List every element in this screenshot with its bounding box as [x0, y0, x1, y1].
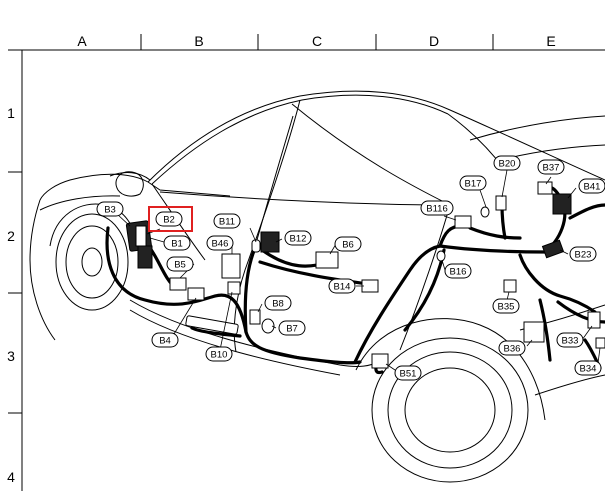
callout-bubble	[537, 159, 565, 175]
row-labels: 1 2 3 4	[7, 105, 15, 485]
column-label-d: D	[429, 33, 439, 49]
callout-bubble	[459, 175, 487, 191]
callout-label: B2	[163, 215, 175, 226]
callout-b10: B10	[205, 346, 233, 362]
column-label-b: B	[194, 33, 203, 49]
callout-label: B51	[400, 369, 417, 380]
callout-b7: B7	[278, 320, 306, 336]
callout-bubble	[493, 155, 521, 171]
callout-label: B33	[562, 336, 579, 347]
callout-label: B12	[290, 234, 307, 245]
callout-label: B23	[575, 250, 592, 261]
callout-b37: B37	[537, 159, 565, 175]
callout-bubble	[578, 178, 605, 194]
row-label-1: 1	[7, 105, 15, 121]
highlight-box-b2	[148, 206, 193, 232]
column-label-a: A	[77, 33, 87, 49]
grid-frame	[8, 34, 605, 491]
callout-bubble	[334, 236, 362, 252]
row-label-4: 4	[7, 469, 15, 485]
callout-label: B16	[450, 267, 467, 278]
callout-label: B14	[334, 282, 351, 293]
callout-bubble	[284, 230, 312, 246]
callout-b3: B3	[96, 201, 124, 217]
callout-b14: B14	[328, 278, 356, 294]
callout-bubble	[264, 295, 292, 311]
callout-bubble	[166, 256, 194, 272]
column-label-e: E	[546, 33, 555, 49]
callout-label: B1	[171, 239, 183, 250]
callout-b4: B4	[151, 332, 179, 348]
callout-label: B6	[342, 240, 354, 251]
callout-bubble	[328, 278, 356, 294]
callout-bubble	[151, 332, 179, 348]
callout-b1: B1	[163, 235, 191, 251]
car-body-outline	[29, 90, 605, 483]
callout-bubble	[574, 360, 602, 376]
callout-label: B20	[499, 159, 516, 170]
callout-b36: B36	[498, 340, 526, 356]
callout-b34: B34	[574, 360, 602, 376]
callout-b16: B16	[444, 263, 472, 279]
callout-bubble	[213, 213, 241, 229]
callout-b2: B2	[155, 211, 183, 227]
callout-label: B3	[104, 205, 116, 216]
callout-b8: B8	[264, 295, 292, 311]
callout-bubble	[492, 298, 520, 314]
callout-label: B35	[498, 302, 515, 313]
callout-b6: B6	[334, 236, 362, 252]
callout-bubble	[394, 365, 422, 381]
callout-label: B5	[174, 260, 186, 271]
connector-symbols	[125, 181, 605, 369]
callout-b51: B51	[394, 365, 422, 381]
callout-b5: B5	[166, 256, 194, 272]
callout-b20: B20	[493, 155, 521, 171]
callout-b33: B33	[556, 332, 584, 348]
callout-bubble	[206, 235, 234, 251]
callout-bubble	[420, 200, 454, 216]
row-label-2: 2	[7, 228, 15, 244]
callout-bubble	[155, 211, 183, 227]
callout-bubble	[96, 201, 124, 217]
callout-label: B11	[219, 217, 235, 228]
callout-b116: B116	[420, 200, 454, 216]
callout-bubble	[163, 235, 191, 251]
callout-bubble	[556, 332, 584, 348]
callout-b23: B23	[569, 246, 597, 262]
column-labels: A B C D E	[77, 33, 555, 49]
callout-label: B10	[211, 350, 228, 361]
column-label-c: C	[312, 33, 322, 49]
callout-label: B7	[286, 324, 298, 335]
callout-label: B17	[465, 179, 482, 190]
callout-b17: B17	[459, 175, 487, 191]
callout-label: B4	[159, 336, 171, 347]
callout-b35: B35	[492, 298, 520, 314]
callout-label: B41	[584, 182, 601, 193]
row-label-3: 3	[7, 348, 15, 364]
callout-label: B116	[426, 204, 447, 215]
callout-label: B34	[580, 364, 597, 375]
callout-label: B37	[543, 163, 560, 174]
callout-bubble	[205, 346, 233, 362]
callout-bubble	[498, 340, 526, 356]
callout-label: B46	[212, 239, 229, 250]
callout-b12: B12	[284, 230, 312, 246]
callout-b11: B11	[213, 213, 241, 229]
callout-bubble	[569, 246, 597, 262]
callout-bubble	[444, 263, 472, 279]
callout-bubble	[278, 320, 306, 336]
callout-label: B36	[504, 344, 521, 355]
callout-b41: B41	[578, 178, 605, 194]
callout-b46: B46	[206, 235, 234, 251]
callout-label: B8	[272, 299, 284, 310]
